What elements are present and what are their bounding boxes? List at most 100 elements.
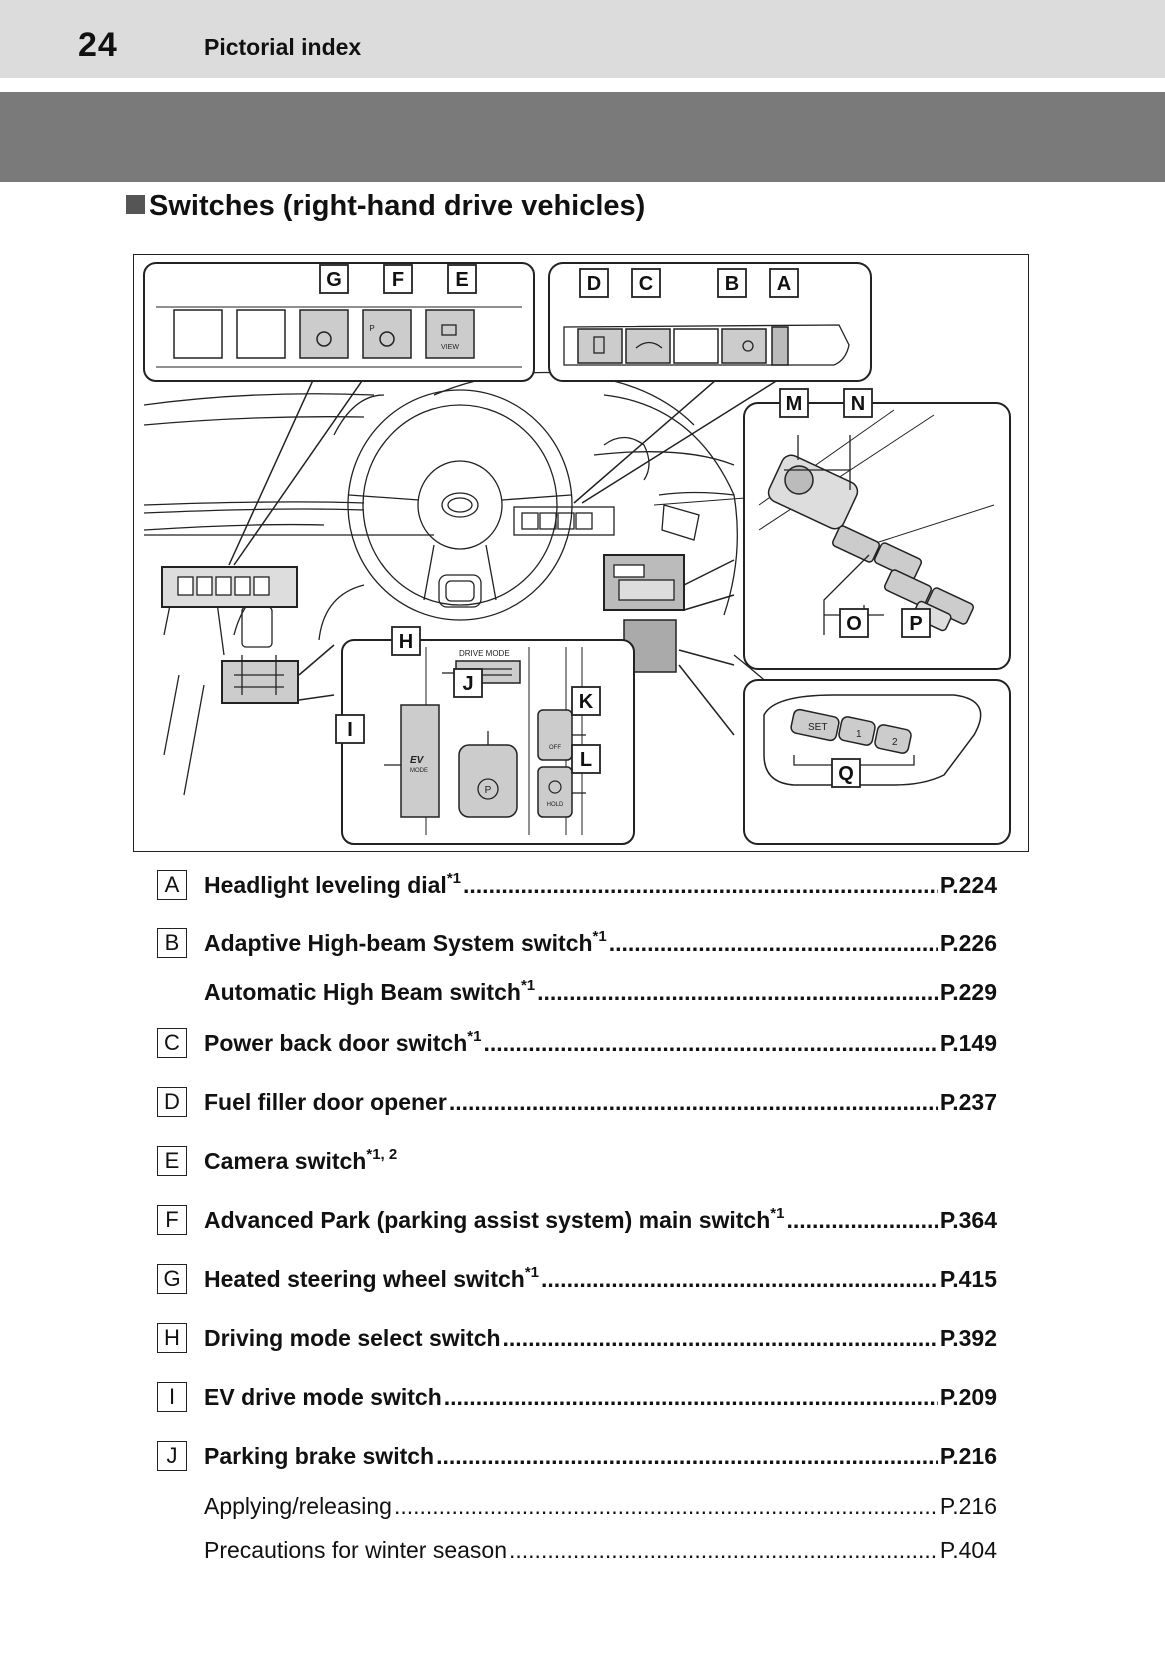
off-label: OFF (549, 745, 561, 751)
entry-page-reference[interactable]: P.392 (939, 1325, 997, 1351)
entry-page-reference[interactable]: P.226 (939, 930, 997, 956)
callout-box-h (391, 626, 421, 656)
header-title: Pictorial index (204, 34, 362, 60)
dot-leader (463, 868, 938, 902)
callout-box-k (571, 686, 601, 716)
index-entry: C Power back door switch*1 P.149 (0, 1026, 1165, 1060)
entry-footnote-mark: *1 (446, 870, 462, 887)
square-bullet-icon (126, 195, 145, 214)
entry-letter-box: A (157, 870, 187, 900)
callout-letter-b: B (725, 273, 739, 295)
callout-letter-d: D (587, 273, 601, 295)
callout-box-b (717, 268, 747, 298)
entry-footnote-mark: *1 (520, 977, 536, 994)
entry-text: Parking brake switch P.216 (204, 1439, 997, 1473)
callout-box-c (631, 268, 661, 298)
entry-page-reference[interactable]: P.149 (939, 1030, 997, 1056)
entry-label: Adaptive High-beam System switch*1 (204, 926, 607, 960)
entry-page-reference[interactable]: P.229 (939, 979, 997, 1005)
callout-letter-m: M (786, 393, 803, 415)
callout-letter-q: Q (838, 763, 854, 785)
entry-letter-box: D (157, 1087, 187, 1117)
header-band (0, 0, 1165, 78)
entry-text: Heated steering wheel switch*1P.415 (204, 1262, 997, 1296)
ev-mode-label: MODE (410, 768, 428, 774)
dot-leader (394, 1489, 938, 1523)
callout-box-m (779, 388, 809, 418)
entry-page-reference[interactable]: P.237 (939, 1089, 997, 1115)
callout-box-g (319, 264, 349, 294)
entry-page-reference[interactable]: P.216 (939, 1443, 997, 1469)
entry-label-text: EV drive mode switch (204, 1384, 442, 1410)
callout-box-a (769, 268, 799, 298)
callout-box-n (843, 388, 873, 418)
entry-label: Fuel filler door opener (204, 1085, 447, 1119)
entry-label-text: Power back door switch (204, 1030, 468, 1056)
dot-leader (509, 1533, 938, 1567)
entry-label-text: Applying/releasing (204, 1493, 392, 1519)
entry-label: Automatic High Beam switch*1 (204, 975, 535, 1009)
entry-text: Advanced Park (parking assist system) ma… (204, 1203, 997, 1237)
entry-label: Driving mode select switch (204, 1321, 501, 1355)
entry-label: Camera switch*1, 2 (204, 1144, 397, 1178)
drive-mode-label: DRIVE MODE (459, 649, 510, 658)
entry-letter-box: B (157, 928, 187, 958)
entry-letter-box: J (157, 1441, 187, 1471)
entry-letter-box: E (157, 1146, 187, 1176)
callout-letter-i: I (347, 719, 353, 741)
entry-label-text: Advanced Park (parking assist system) ma… (204, 1207, 771, 1233)
entry-label: Power back door switch*1 (204, 1026, 481, 1060)
callout-letter-p: P (909, 613, 922, 635)
memory-2-label: 2 (892, 737, 898, 748)
entry-letter-box: C (157, 1028, 187, 1058)
callout-letter-n: N (851, 393, 865, 415)
dot-leader (537, 975, 938, 1009)
callout-letter-o: O (846, 613, 862, 635)
entry-page-reference[interactable]: P.209 (939, 1384, 997, 1410)
index-entry: Precautions for winter seasonP.404 (0, 1533, 1165, 1567)
callout-letter-h: H (399, 631, 413, 653)
callout-letter-j: J (462, 673, 473, 695)
dot-leader (449, 1085, 938, 1119)
entry-footnote-mark: *1 (770, 1205, 785, 1222)
dot-leader (444, 1380, 938, 1414)
index-entry: IEV drive mode switchP.209 (0, 1380, 1165, 1414)
entry-letter-box: G (157, 1264, 187, 1294)
callout-box-j (453, 668, 483, 698)
entry-page-reference[interactable]: P.364 (939, 1207, 997, 1233)
entry-footnote-mark: *1 (524, 1264, 540, 1281)
entry-page-reference[interactable]: P.404 (939, 1537, 997, 1563)
callout-box-i (335, 714, 365, 744)
callout-box-e (447, 264, 477, 294)
callout-letter-e: E (455, 269, 468, 291)
callout-box-q (831, 758, 861, 788)
callout-box-f (383, 264, 413, 294)
entry-label: Applying/releasing (204, 1489, 392, 1523)
entry-text: EV drive mode switch P.209 (204, 1380, 997, 1414)
dot-leader (483, 1026, 937, 1060)
entry-label: Headlight leveling dial*1 (204, 868, 461, 902)
switches-illustration: VIEW P (133, 254, 1029, 852)
park-assist-label: P (369, 324, 374, 333)
dot-leader (609, 926, 938, 960)
ev-label: EV (410, 755, 425, 766)
entry-label-text: Driving mode select switch (204, 1325, 501, 1351)
section-band (0, 92, 1165, 182)
entry-text: Applying/releasing P.216 (204, 1489, 997, 1523)
section-title: Switches (right-hand drive vehicles) (126, 190, 645, 223)
memory-1-label: 1 (856, 729, 862, 740)
entry-page-reference[interactable]: P.415 (939, 1266, 997, 1292)
index-entry: A Headlight leveling dial*1 P.224 (0, 868, 1165, 902)
entry-page-reference[interactable]: P.216 (939, 1493, 997, 1519)
index-entry: E Camera switch*1, 2 (0, 1144, 1165, 1178)
entry-label-text: Camera switch (204, 1148, 367, 1174)
entry-label-text: Parking brake switch (204, 1443, 435, 1469)
index-entry: J Parking brake switch P.216 (0, 1439, 1165, 1473)
dot-leader (541, 1262, 938, 1296)
entry-text: Driving mode select switch P.392 (204, 1321, 997, 1355)
callout-letter-l: L (580, 749, 592, 771)
entry-page-reference[interactable]: P.224 (939, 872, 997, 898)
dot-leader (503, 1321, 938, 1355)
index-entry: Automatic High Beam switch*1 P.229 (0, 975, 1165, 1009)
